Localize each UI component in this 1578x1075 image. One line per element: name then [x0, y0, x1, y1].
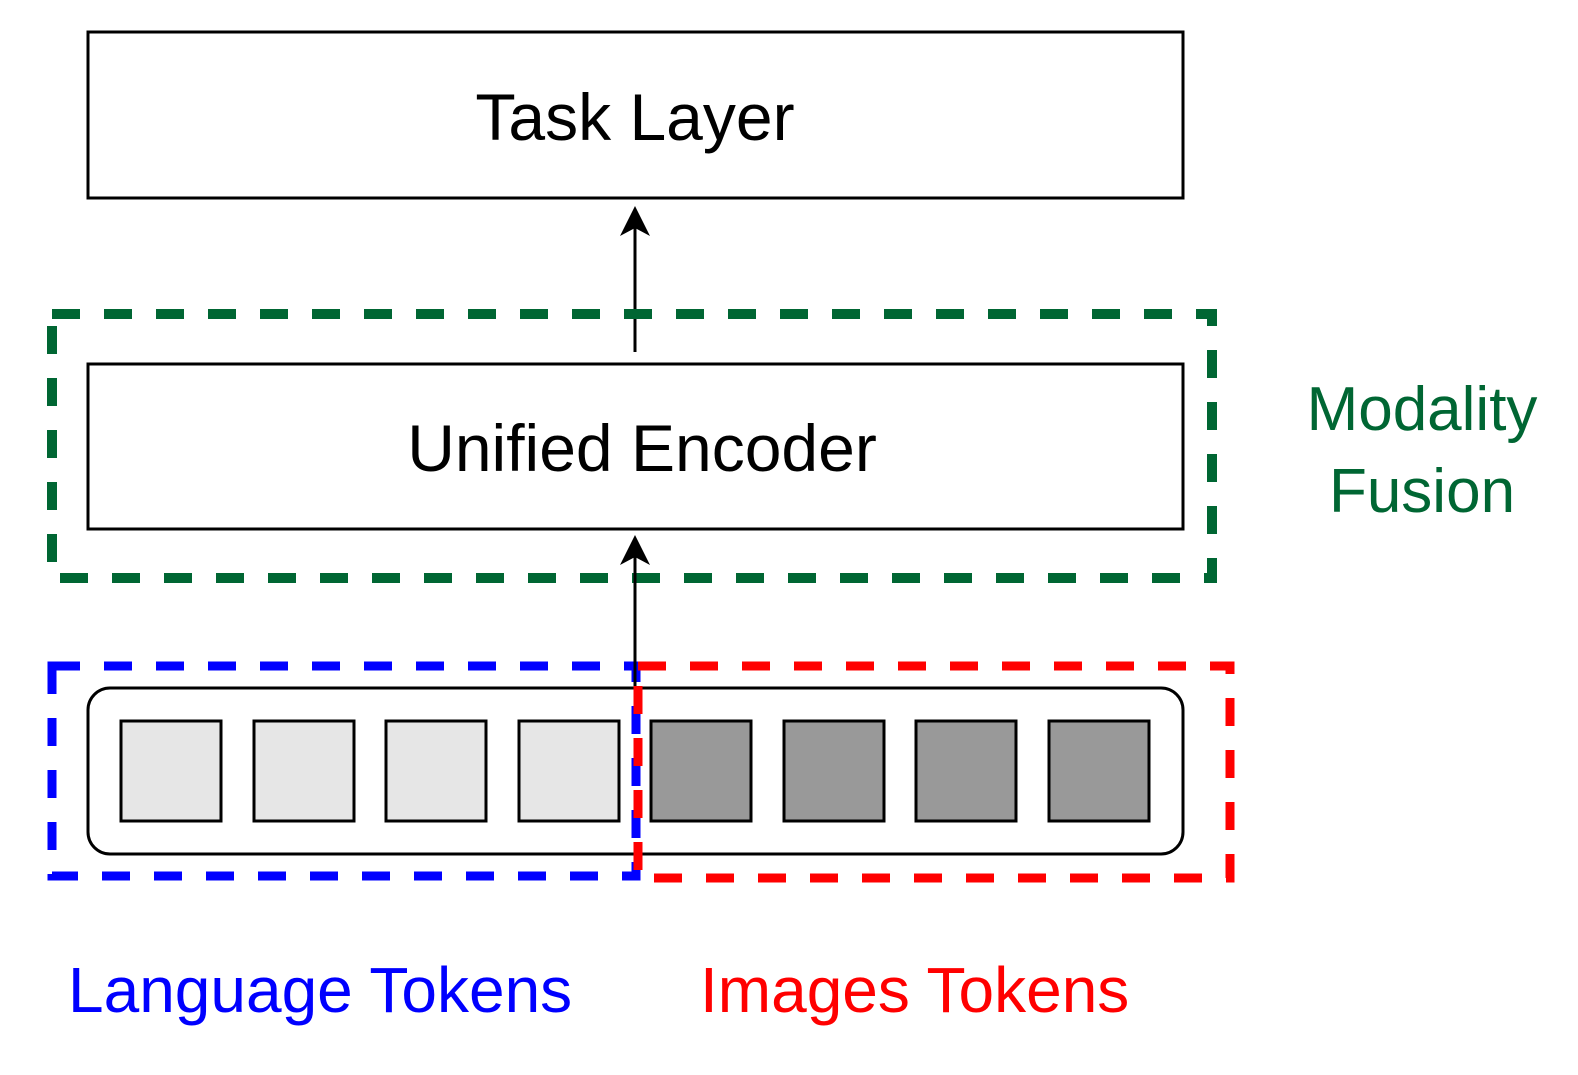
unified-encoder-label: Unified Encoder — [407, 411, 877, 485]
modality-fusion-label-line1: Modality — [1307, 375, 1538, 444]
image-tokens-region — [633, 661, 1235, 883]
image-token — [1047, 719, 1151, 823]
modality-fusion-label-line2: Fusion — [1329, 457, 1515, 526]
language-tokens-label: Language Tokens — [68, 954, 572, 1026]
arrow-encoder-to-task — [620, 206, 650, 352]
language-tokens-region — [47, 661, 641, 881]
image-token-group — [649, 719, 1151, 823]
modality-fusion-region — [47, 309, 1217, 583]
unified-encoder-box: Unified Encoder — [86, 362, 1185, 531]
image-token — [782, 719, 886, 823]
task-layer-label: Task Layer — [475, 80, 794, 154]
image-tokens-label: Images Tokens — [700, 954, 1129, 1026]
language-token — [517, 719, 621, 823]
task-layer-box: Task Layer — [86, 30, 1185, 200]
language-token — [252, 719, 356, 823]
language-token-group — [119, 719, 621, 823]
language-token — [384, 719, 488, 823]
arrow-tokens-to-encoder — [620, 535, 650, 686]
language-token — [119, 719, 223, 823]
image-token — [649, 719, 753, 823]
image-token — [914, 719, 1018, 823]
